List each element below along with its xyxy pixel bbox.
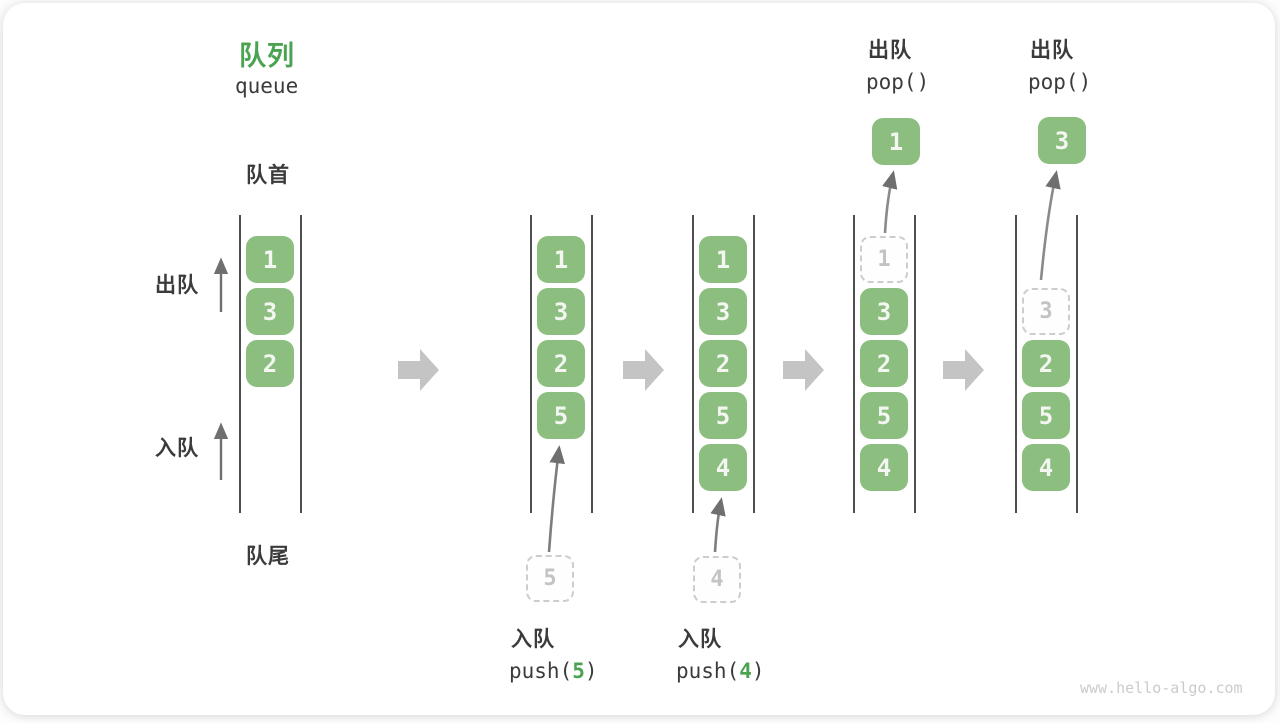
pop3-arrow-icon	[1039, 170, 1061, 281]
queue1-wall-left	[239, 215, 241, 513]
queue4-wall-right	[914, 215, 916, 513]
queue3-wall-left	[692, 215, 694, 513]
pop1-code-label: pop()	[866, 70, 930, 94]
page-title: 队列	[239, 41, 295, 72]
transition-arrow-icon	[943, 349, 984, 391]
staged-enqueue-value: 5	[526, 555, 574, 602]
push4-code-label: push(4)	[676, 659, 765, 683]
queue-item: 3	[246, 288, 294, 335]
popped-value-box: 1	[872, 118, 920, 165]
queue1-wall-right	[300, 215, 302, 513]
queue-item: 3	[860, 288, 908, 335]
transition-arrow-icon	[783, 349, 824, 391]
queue-item: 4	[1022, 444, 1070, 491]
queue-item: 4	[860, 444, 908, 491]
queue4-wall-left	[853, 215, 855, 513]
queue2-wall-right	[591, 215, 593, 513]
queue-item-removed-ghost: 1	[860, 236, 908, 283]
transition-arrow-icon	[398, 349, 439, 391]
queue-item: 2	[537, 340, 585, 387]
enqueue-direction-label: 入队	[155, 436, 199, 460]
page-subtitle: queue	[235, 74, 299, 98]
push5-code-label: push(5)	[509, 659, 598, 683]
pop1-arrow-icon	[882, 170, 898, 234]
push5-arrow-icon	[547, 445, 565, 553]
staged-enqueue-value: 4	[693, 556, 741, 603]
diagram-card: 队列 queue 队首 队尾 出队 入队 1 3 2 1 3 2 5 1 3 2…	[3, 3, 1275, 715]
queue-item: 3	[537, 288, 585, 335]
queue-item: 1	[246, 236, 294, 283]
code-arg: 4	[739, 659, 752, 683]
popped-value-box: 3	[1038, 117, 1086, 164]
code-text: )	[584, 659, 598, 683]
code-text: push(	[676, 659, 740, 683]
code-text: )	[751, 659, 765, 683]
code-text: push(	[509, 659, 573, 683]
queue-item: 5	[860, 392, 908, 439]
annotation-arrows-layer	[213, 170, 1061, 553]
queue-item-removed-ghost: 3	[1022, 288, 1070, 335]
queue-item: 5	[1022, 392, 1070, 439]
queue-item: 4	[699, 444, 747, 491]
queue5-wall-left	[1015, 215, 1017, 513]
queue-item: 5	[537, 392, 585, 439]
queue-item: 2	[860, 340, 908, 387]
queue-item: 2	[1022, 340, 1070, 387]
queue-item: 1	[699, 236, 747, 283]
queue-rear-label: 队尾	[246, 544, 290, 568]
queue5-wall-right	[1076, 215, 1078, 513]
queue3-wall-right	[753, 215, 755, 513]
watermark: www.hello-algo.com	[1080, 679, 1243, 697]
queue-front-label: 队首	[246, 163, 290, 187]
push4-arrow-icon	[710, 497, 726, 553]
queue-item: 2	[699, 340, 747, 387]
queue-item: 2	[246, 340, 294, 387]
enqueue-op-label: 入队	[678, 627, 722, 651]
dequeue-direction-label: 出队	[155, 273, 199, 297]
transition-arrow-icon	[623, 349, 664, 391]
code-arg: 5	[572, 659, 585, 683]
enqueue-op-label: 入队	[511, 627, 555, 651]
dequeue-op-label: 出队	[868, 38, 912, 62]
queue2-wall-left	[530, 215, 532, 513]
queue-item: 1	[537, 236, 585, 283]
queue-item: 3	[699, 288, 747, 335]
dequeue-op-label: 出队	[1030, 38, 1074, 62]
pop3-code-label: pop()	[1028, 70, 1092, 94]
queue-item: 5	[699, 392, 747, 439]
